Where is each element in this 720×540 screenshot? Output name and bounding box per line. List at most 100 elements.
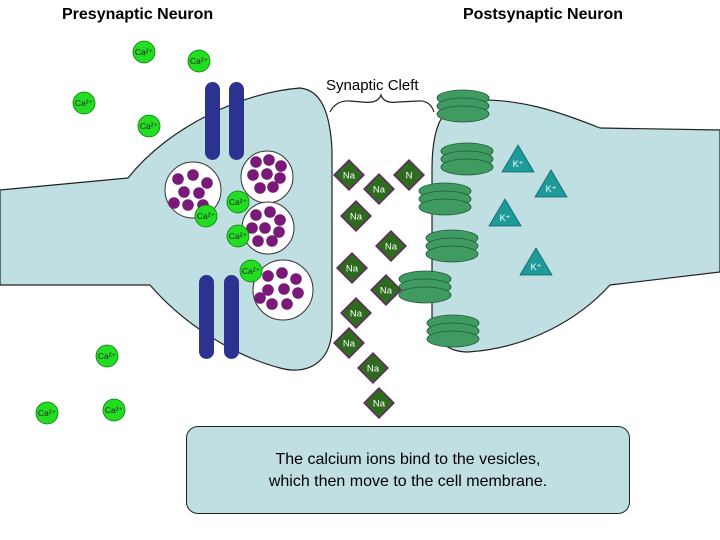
potassium-ion-label: K⁺ xyxy=(513,159,524,169)
neurotransmitter-particle xyxy=(261,168,273,180)
neurotransmitter-particle xyxy=(250,156,262,168)
sodium-ion-icon: Na xyxy=(370,274,402,306)
vesicle-icon xyxy=(164,161,222,219)
sodium-ion-label: Na xyxy=(385,242,398,253)
neurotransmitter-particle xyxy=(266,235,278,247)
neurotransmitter-particle xyxy=(273,226,285,238)
calcium-ion-icon: Ca²⁺ xyxy=(72,91,96,115)
neurotransmitter-particle xyxy=(254,292,266,304)
sodium-ion-icon: N xyxy=(393,159,425,191)
potassium-ion-label: K⁺ xyxy=(500,213,511,223)
sodium-ion-label: Na xyxy=(343,339,356,350)
calcium-ion-label: Ca²⁺ xyxy=(98,351,117,361)
sodium-ion-label: N xyxy=(406,171,413,182)
potassium-ion-label: K⁺ xyxy=(546,184,557,194)
receptor-icon xyxy=(425,229,479,263)
postsynaptic-dendrite xyxy=(431,99,720,353)
calcium-ion-icon: Ca²⁺ xyxy=(102,398,126,422)
neurotransmitter-particle xyxy=(250,209,262,221)
calcium-ion-label: Ca²⁺ xyxy=(190,56,209,66)
sodium-ion-label: Na xyxy=(350,309,363,320)
neurotransmitter-particle xyxy=(262,270,274,282)
neurotransmitter-particle xyxy=(263,154,275,166)
neurotransmitter-particle xyxy=(274,214,286,226)
calcium-ion-label: Ca²⁺ xyxy=(242,266,261,276)
caption-line-1: The calcium ions bind to the vesicles, xyxy=(275,451,541,468)
sodium-ion-icon: Na xyxy=(340,297,372,329)
potassium-ion-icon: K⁺ xyxy=(519,247,553,276)
sodium-ion-label: Na xyxy=(350,212,363,223)
neurotransmitter-particle xyxy=(267,181,279,193)
cleft-bracket xyxy=(329,93,435,113)
neurotransmitter-particle xyxy=(276,267,288,279)
presynaptic-neuron-title: Presynaptic Neuron xyxy=(62,6,214,23)
caption-text: The calcium ions bind to the vesicles, w… xyxy=(187,449,629,493)
calcium-ion-icon: Ca²⁺ xyxy=(137,114,161,138)
sodium-ion-label: Na xyxy=(367,364,380,375)
sodium-ion-icon: Na xyxy=(333,327,365,359)
neurotransmitter-particle xyxy=(274,172,286,184)
neurotransmitter-particle xyxy=(182,199,194,211)
potassium-ion-icon: K⁺ xyxy=(488,198,522,227)
neurotransmitter-particle xyxy=(281,298,293,310)
postsynaptic-neuron-title: Postsynaptic Neuron xyxy=(463,6,624,23)
sodium-ion-icon: Na xyxy=(375,230,407,262)
receptor-icon xyxy=(440,142,494,176)
calcium-ion-icon: Ca²⁺ xyxy=(239,259,263,283)
calcium-ion-label: Ca²⁺ xyxy=(140,121,159,131)
neurotransmitter-particle xyxy=(187,169,199,181)
calcium-ion-icon: Ca²⁺ xyxy=(132,40,156,64)
neurotransmitter-particle xyxy=(193,187,205,199)
sodium-ion-icon: Na xyxy=(336,252,368,284)
neurotransmitter-particle xyxy=(266,298,278,310)
vesicle-icon xyxy=(240,150,294,204)
neurotransmitter-particle xyxy=(262,284,274,296)
vesicle-icon xyxy=(241,201,295,255)
sodium-ion-label: Na xyxy=(380,286,393,297)
neurotransmitter-particle xyxy=(259,222,271,234)
neurotransmitter-particle xyxy=(264,206,276,218)
calcium-ion-icon: Ca²⁺ xyxy=(226,190,250,214)
calcium-ion-label: Ca²⁺ xyxy=(75,98,94,108)
sodium-ion-icon: Na xyxy=(363,387,395,419)
neurotransmitter-particle xyxy=(172,173,184,185)
calcium-ion-label: Ca²⁺ xyxy=(135,47,154,57)
receptor-icon xyxy=(436,89,490,123)
calcium-ion-icon: Ca²⁺ xyxy=(35,401,59,425)
neurotransmitter-particle xyxy=(275,160,287,172)
vesicle-icon xyxy=(252,259,314,321)
sodium-ion-label: Na xyxy=(373,399,386,410)
calcium-ion-label: Ca²⁺ xyxy=(229,231,248,241)
neurotransmitter-particle xyxy=(292,287,304,299)
neurotransmitter-particle xyxy=(252,235,264,247)
calcium-ion-label: Ca²⁺ xyxy=(197,211,216,221)
potassium-ion-icon: K⁺ xyxy=(501,144,535,173)
calcium-ion-icon: Ca²⁺ xyxy=(95,344,119,368)
sodium-ion-label: Na xyxy=(373,185,386,196)
sodium-ion-icon: Na xyxy=(363,173,395,205)
sodium-ion-label: Na xyxy=(346,264,359,275)
neurotransmitter-particle xyxy=(178,186,190,198)
caption-box: The calcium ions bind to the vesicles, w… xyxy=(186,426,630,514)
calcium-channel-lower xyxy=(199,275,239,359)
sodium-ion-icon: Na xyxy=(333,159,365,191)
calcium-ion-label: Ca²⁺ xyxy=(105,405,124,415)
receptor-icon xyxy=(426,314,480,348)
neurotransmitter-particle xyxy=(201,177,213,189)
caption-line-2: which then move to the cell membrane. xyxy=(268,473,548,490)
receptor-icon xyxy=(418,182,472,216)
calcium-channel-upper xyxy=(205,82,244,160)
receptor-icon xyxy=(398,270,452,304)
potassium-ion-icon: K⁺ xyxy=(534,169,568,198)
sodium-ion-label: Na xyxy=(343,171,356,182)
calcium-ion-label: Ca²⁺ xyxy=(38,408,57,418)
neurotransmitter-particle xyxy=(246,222,258,234)
neurotransmitter-particle xyxy=(168,197,180,209)
synaptic-cleft-label: Synaptic Cleft xyxy=(326,77,419,94)
neurotransmitter-particle xyxy=(254,182,266,194)
neurotransmitter-particle xyxy=(290,273,302,285)
calcium-ion-label: Ca²⁺ xyxy=(229,197,248,207)
calcium-ion-icon: Ca²⁺ xyxy=(187,49,211,73)
sodium-ion-icon: Na xyxy=(357,352,389,384)
